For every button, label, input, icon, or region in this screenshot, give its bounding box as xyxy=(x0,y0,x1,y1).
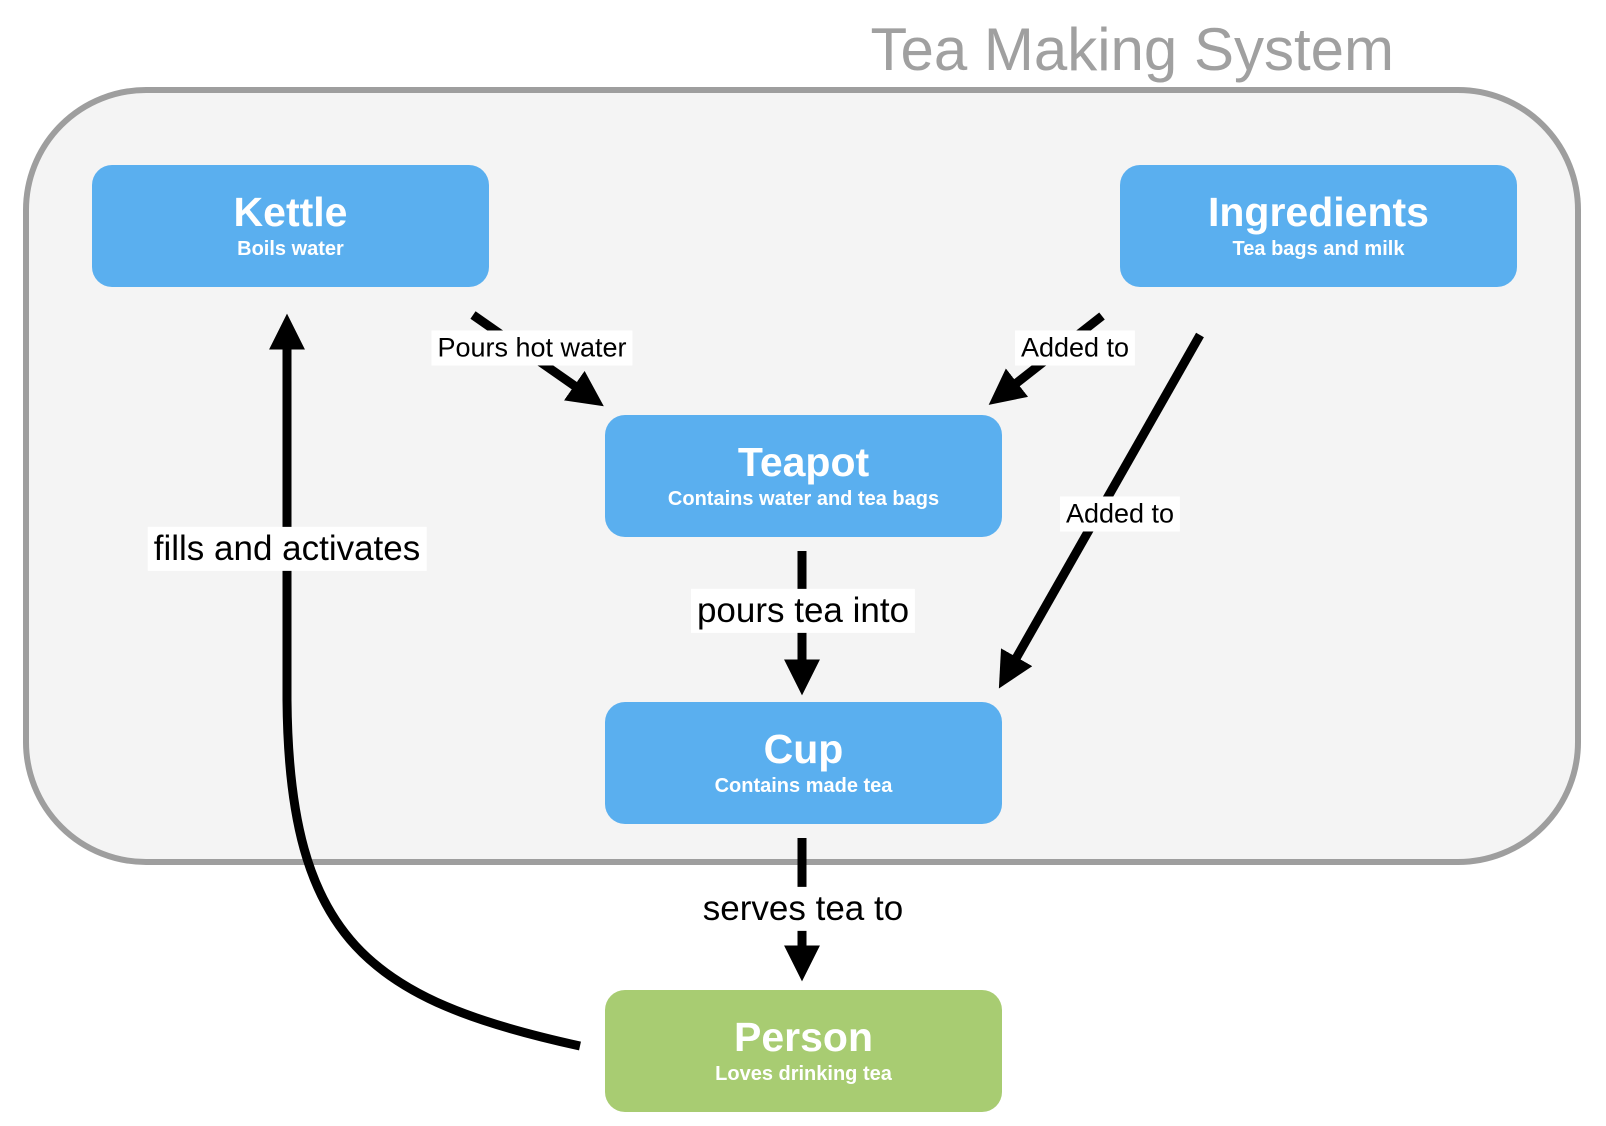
node-ingredients-subtitle: Tea bags and milk xyxy=(1232,237,1405,260)
node-person-subtitle: Loves drinking tea xyxy=(715,1062,892,1085)
node-kettle-subtitle: Boils water xyxy=(237,237,344,260)
edge-person-to-kettle xyxy=(269,313,581,1051)
node-ingredients-title: Ingredients xyxy=(1208,189,1429,236)
node-teapot-title: Teapot xyxy=(737,439,870,486)
node-person-title: Person xyxy=(734,1014,873,1061)
node-kettle[interactable]: Kettle Boils water xyxy=(92,165,489,287)
node-cup-subtitle: Contains made tea xyxy=(714,774,893,797)
system-title: Tea Making System xyxy=(870,16,1394,83)
edge-label-ingredients-to-teapot: Added to xyxy=(1014,330,1136,366)
edge-label-cup-to-person: serves tea to xyxy=(696,886,910,932)
edge-label-person-to-kettle: fills and activates xyxy=(147,526,427,572)
node-ingredients[interactable]: Ingredients Tea bags and milk xyxy=(1120,165,1517,287)
edge-label-teapot-to-cup: pours tea into xyxy=(690,588,916,634)
node-cup[interactable]: Cup Contains made tea xyxy=(605,702,1002,824)
edge-label-ingredients-to-cup: Added to xyxy=(1059,496,1181,532)
node-person[interactable]: Person Loves drinking tea xyxy=(605,990,1002,1112)
node-cup-title: Cup xyxy=(763,726,844,773)
node-kettle-title: Kettle xyxy=(233,189,348,236)
node-teapot-subtitle: Contains water and tea bags xyxy=(667,487,940,510)
edge-label-kettle-to-teapot: Pours hot water xyxy=(431,330,633,366)
node-teapot[interactable]: Teapot Contains water and tea bags xyxy=(605,415,1002,537)
